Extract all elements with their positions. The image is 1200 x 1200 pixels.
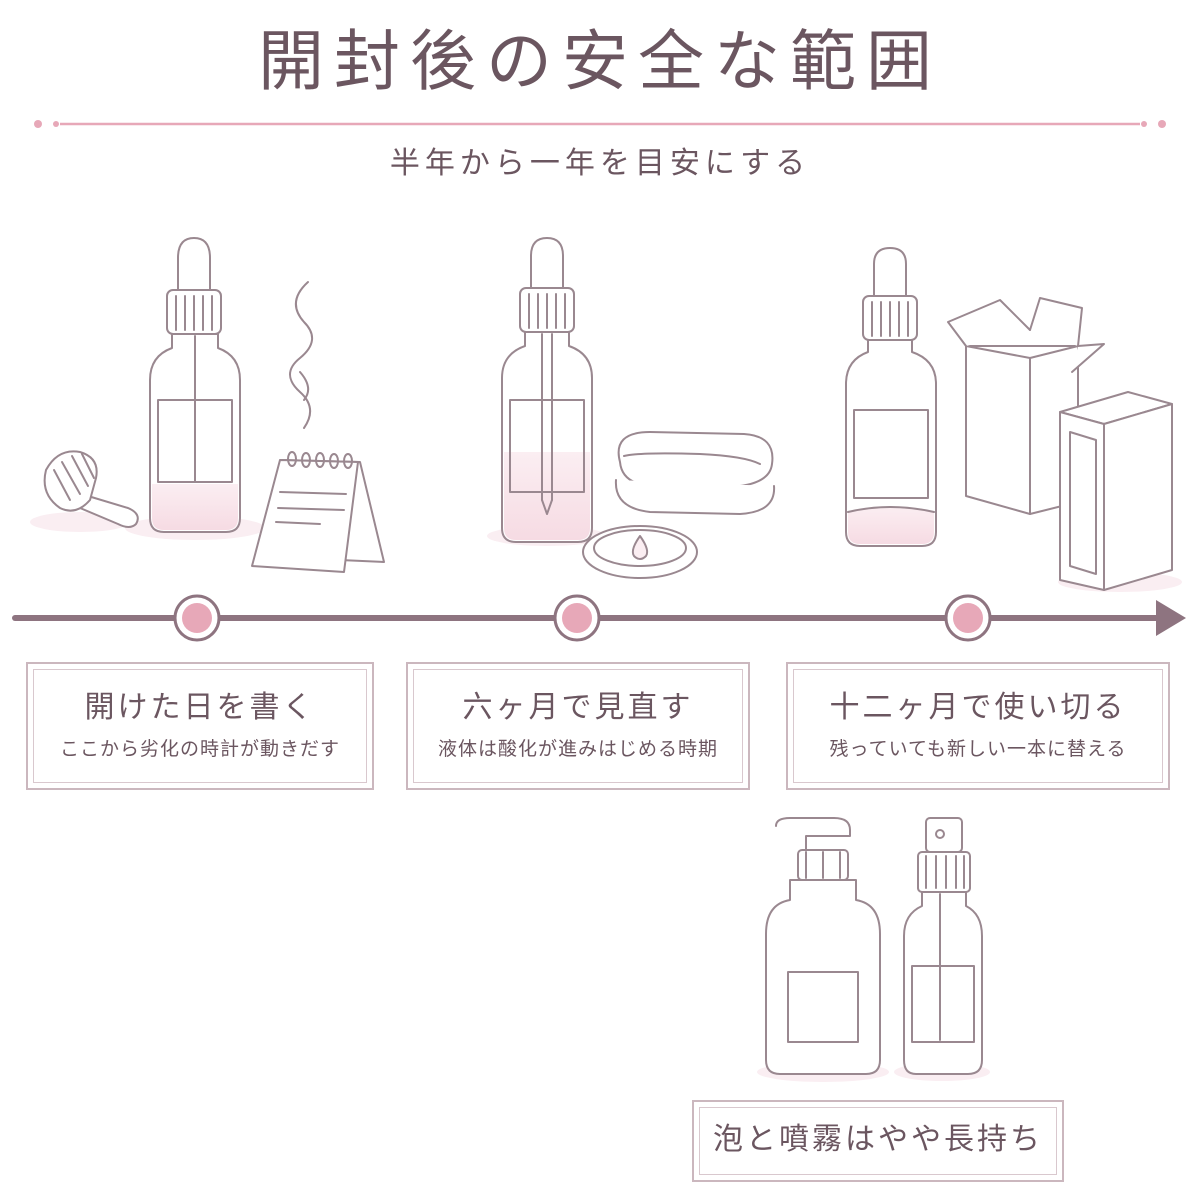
towel-icon	[614, 431, 776, 515]
subtitle: 半年から一年を目安にする	[389, 146, 811, 181]
dropper-bottle-icon	[845, 247, 937, 547]
step-label-3: 十二ヶ月で使い切る 残っていても新しい一本に替える	[786, 662, 1170, 790]
dropper-cap-icon	[30, 450, 139, 532]
timeline-marker-3	[944, 594, 992, 642]
closed-box-icon	[1058, 391, 1182, 592]
timeline-marker-2	[553, 594, 601, 642]
step-title: 六ヶ月で見直す	[462, 690, 694, 725]
page-title: 開封後の安全な範囲	[258, 23, 942, 100]
pump-bottle-icon	[757, 817, 889, 1082]
spray-bottle-icon	[894, 817, 990, 1081]
step-title: 十二ヶ月で使い切る	[829, 690, 1127, 725]
dropper-bottle-icon	[487, 237, 607, 546]
calendar-icon	[251, 451, 385, 573]
wavy-smell-icon	[289, 281, 313, 429]
dish-with-drop-icon	[582, 525, 698, 579]
step-label-2: 六ヶ月で見直す 液体は酸化が進みはじめる時期	[406, 662, 750, 790]
step-description: 残っていても新しい一本に替える	[829, 738, 1127, 760]
note-text: 泡と噴霧はやや長持ち	[713, 1122, 1043, 1157]
note-label: 泡と噴霧はやや長持ち	[692, 1100, 1064, 1182]
step-description: ここから劣化の時計が動きだす	[59, 738, 340, 760]
step-description: 液体は酸化が進みはじめる時期	[437, 738, 718, 760]
title-divider	[34, 120, 1166, 128]
step-label-1: 開けた日を書く ここから劣化の時計が動きだす	[26, 662, 374, 790]
dropper-bottle-icon	[125, 237, 265, 540]
step-title: 開けた日を書く	[84, 690, 316, 725]
timeline-marker-1	[173, 594, 221, 642]
open-box-icon	[947, 297, 1105, 515]
